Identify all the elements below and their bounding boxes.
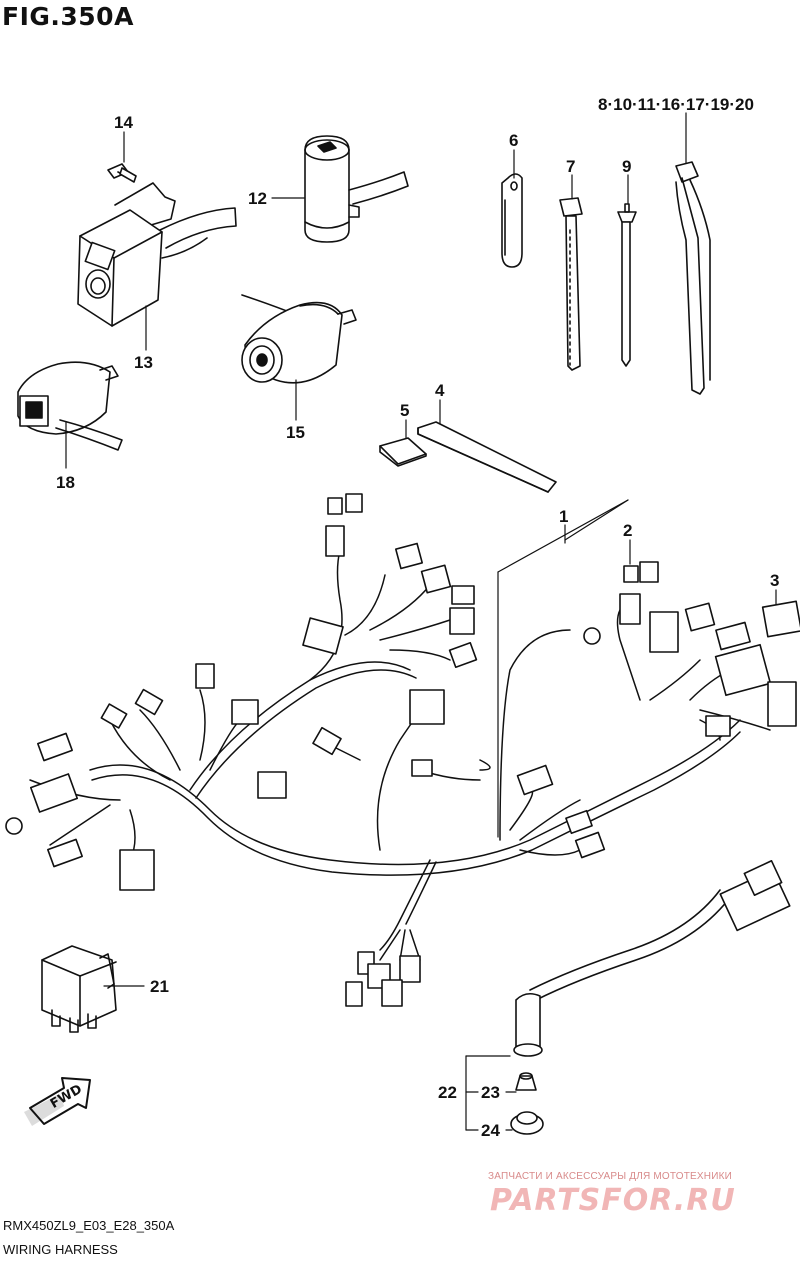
- fwd-direction-arrow: FWD: [24, 1077, 91, 1126]
- callout-18: 18: [56, 473, 75, 492]
- part-12-switch[interactable]: [304, 135, 409, 243]
- part-23-terminal[interactable]: [515, 1072, 537, 1091]
- part-24-grommet[interactable]: [510, 1111, 544, 1135]
- part-5-pad[interactable]: [379, 437, 427, 467]
- callout-14: 14: [114, 113, 133, 132]
- part-13-switch[interactable]: [77, 182, 237, 327]
- part-7-cable-tie[interactable]: [559, 197, 583, 371]
- harness-connectors: [5, 493, 800, 1007]
- watermark-logo: PARTSFOR.RU: [490, 1183, 736, 1218]
- part-21-relay[interactable]: [41, 945, 117, 1033]
- part-18-switch[interactable]: [17, 361, 123, 451]
- part-14-bolt[interactable]: [107, 163, 137, 183]
- callout-22: 22: [438, 1083, 457, 1102]
- callout-8-20: 8·10·11·16·17·19·20: [598, 95, 754, 114]
- callout-21: 21: [150, 977, 169, 996]
- callout-4: 4: [435, 381, 445, 400]
- callout-15: 15: [286, 423, 305, 442]
- part-4-pad[interactable]: [417, 421, 557, 493]
- callout-12: 12: [248, 189, 267, 208]
- part-1-main-harness[interactable]: [29, 549, 771, 961]
- figure-code: RMX450ZL9_E03_E28_350A: [3, 1218, 175, 1233]
- callout-13: 13: [134, 353, 153, 372]
- leader-lines: [65, 112, 777, 1131]
- part-8-20-band[interactable]: [675, 161, 711, 395]
- callout-7: 7: [566, 157, 575, 176]
- callout-23: 23: [481, 1083, 500, 1102]
- part-6-clip[interactable]: [501, 173, 523, 268]
- callout-5: 5: [400, 401, 409, 420]
- watermark-tagline: ЗАПЧАСТИ И АКСЕССУАРЫ ДЛЯ МОТОТЕХНИКИ: [488, 1171, 733, 1182]
- part-15-switch[interactable]: [241, 294, 357, 384]
- callout-9: 9: [622, 157, 631, 176]
- figure-name: WIRING HARNESS: [3, 1242, 118, 1257]
- figure-title: FIG.350A: [2, 2, 134, 31]
- callout-6: 6: [509, 131, 518, 150]
- callout-24: 24: [481, 1121, 500, 1140]
- callout-1: 1: [559, 507, 568, 526]
- part-9-clamp[interactable]: [617, 203, 637, 367]
- part-22-plug-cap[interactable]: [513, 859, 791, 1057]
- callout-2: 2: [623, 521, 632, 540]
- callout-3: 3: [770, 571, 779, 590]
